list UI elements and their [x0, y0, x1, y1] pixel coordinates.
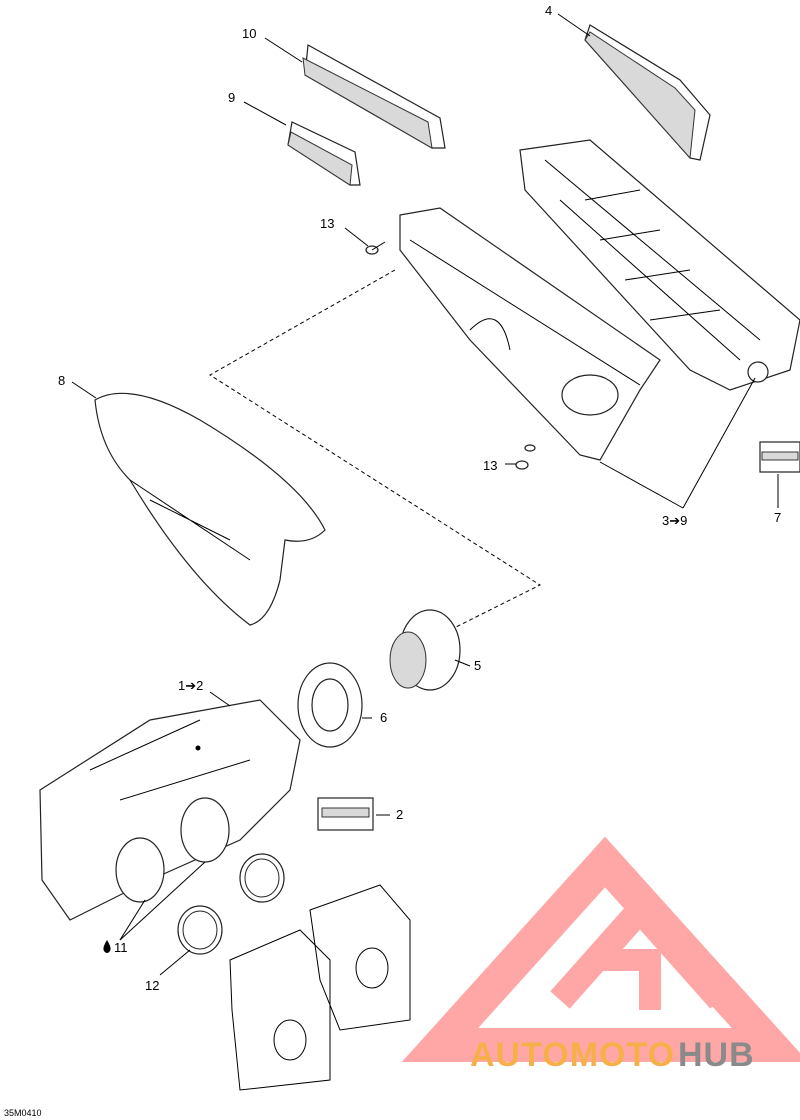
part-2-label	[317, 797, 374, 831]
watermark-brand-left: AUTOMOTO	[470, 1036, 675, 1074]
part-12-clamp-b	[239, 853, 285, 903]
part-1-airbox-main	[39, 699, 301, 921]
callout-13-top: 13	[320, 216, 334, 231]
part-6-gasket	[297, 662, 363, 748]
callout-2: 2	[396, 807, 403, 822]
part-airbox-upper	[399, 207, 661, 461]
callout-13-bottom: 13	[483, 458, 497, 473]
part-4-foam-block	[584, 24, 711, 161]
watermark-logo	[401, 836, 800, 1062]
part-8-intake-cover	[94, 392, 326, 626]
part-7-label	[759, 441, 800, 473]
callout-4: 4	[545, 3, 552, 18]
callout-10: 10	[242, 26, 256, 41]
callout-11: 11	[114, 940, 128, 955]
callout-5: 5	[474, 658, 481, 673]
callout-6: 6	[380, 710, 387, 725]
watermark-brand-right: HUB	[678, 1036, 755, 1074]
part-5-adaptor	[389, 609, 461, 691]
oil-drop-icon	[103, 940, 111, 953]
dashed-leader-a	[209, 269, 542, 631]
callout-3-to-9: 3➔9	[662, 513, 687, 528]
part-13-screw-top	[365, 241, 386, 255]
part-13-screw-bottom	[515, 444, 536, 470]
callout-1-to-2: 1➔2	[178, 678, 203, 693]
part-12-clamp-a	[177, 905, 223, 955]
part-airbox-lid-assembly	[519, 139, 800, 391]
callout-12: 12	[145, 978, 159, 993]
part-9-foam-piece	[287, 121, 361, 186]
part-10-foam-strip	[302, 44, 446, 149]
carburetor-outline	[229, 884, 411, 1091]
callout-9: 9	[228, 90, 235, 105]
drawing-code: 35M0410	[4, 1108, 42, 1118]
callout-8: 8	[58, 373, 65, 388]
callout-7: 7	[774, 510, 781, 525]
leader-lines	[71, 13, 779, 976]
